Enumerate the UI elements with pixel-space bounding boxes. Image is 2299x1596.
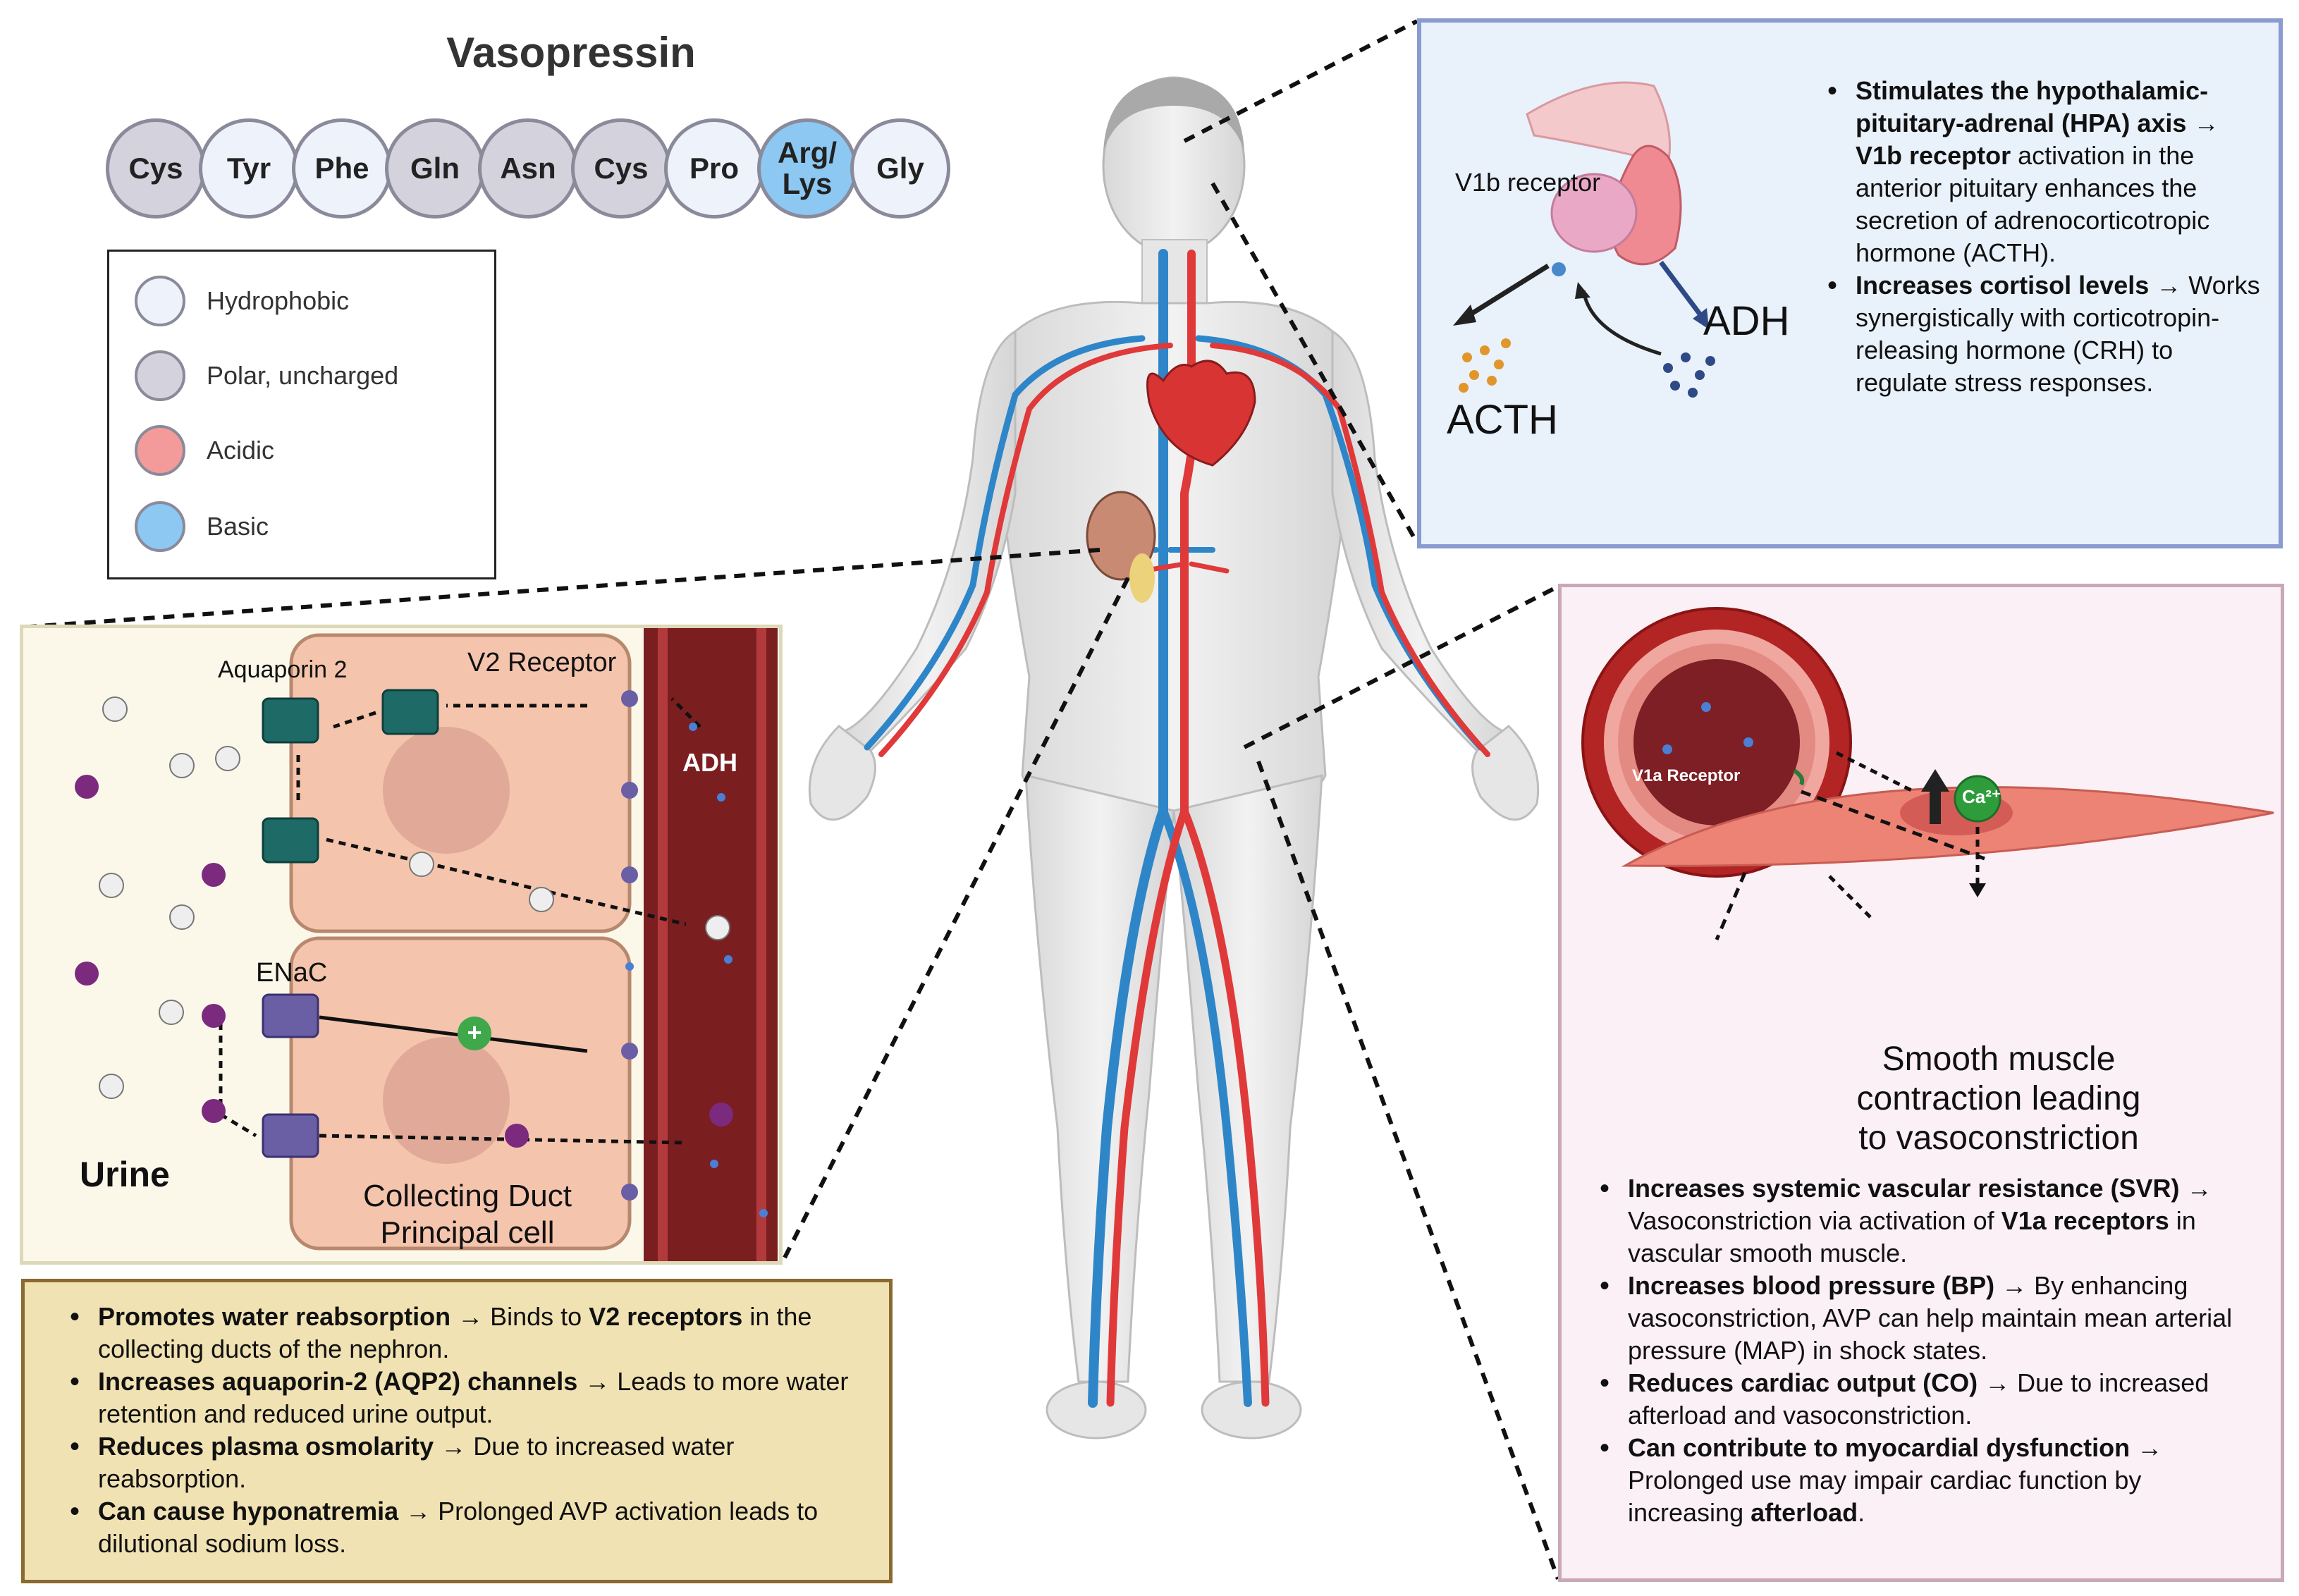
pituitary-notes: Stimulates the hypothalamic-pituitary-ad…	[1825, 75, 2262, 399]
legend-swatch	[135, 501, 185, 552]
v1b-receptor-label: V1b receptor	[1455, 168, 1601, 197]
collecting-duct-panel: + Aquaporin 2 V2 Receptor ADH ENaC Urine…	[20, 625, 783, 1265]
vascular-panel: V1a Receptor Ca²⁺ Smooth muscle contract…	[1558, 584, 2284, 1582]
urine-label: Urine	[80, 1155, 170, 1194]
amino-acid-residue: Cys	[571, 118, 671, 219]
amino-acid-residue: Cys	[106, 118, 206, 219]
v1a-receptor-label: V1a Receptor	[1632, 766, 1741, 785]
legend-item-acidic: Acidic	[135, 422, 274, 479]
legend-swatch	[135, 350, 185, 401]
blood-vessel-illustration	[1581, 607, 2274, 940]
pituitary-panel: V1b receptor ADH ACTH Stimulates the hyp…	[1417, 18, 2283, 548]
legend-label: Basic	[207, 512, 269, 541]
note-item: Increases cortisol levels → Works synerg…	[1825, 269, 2262, 399]
note-item: Reduces plasma osmolarity → Due to incre…	[67, 1430, 857, 1495]
legend-label: Acidic	[207, 436, 275, 465]
legend-label: Polar, uncharged	[207, 361, 399, 390]
v2-receptor-label: V2 Receptor	[467, 648, 617, 677]
note-item: Increases blood pressure (BP) → By enhan…	[1597, 1270, 2260, 1367]
amino-acid-residue: Gln	[385, 118, 485, 219]
note-item: Increases aquaporin-2 (AQP2) channels → …	[67, 1365, 857, 1430]
adh-label: ADH	[682, 748, 737, 777]
legend-item-hydrophobic: Hydrophobic	[135, 273, 349, 329]
contraction-caption: Smooth muscle contraction leading to vas…	[1856, 1041, 2141, 1157]
adh-label: ADH	[1703, 298, 1790, 344]
heart	[1146, 360, 1256, 467]
acth-label: ACTH	[1447, 397, 1558, 443]
legend-label: Hydrophobic	[207, 286, 350, 315]
calcium-label: Ca²⁺	[1962, 786, 2001, 807]
note-item: Reduces cardiac output (CO) → Due to inc…	[1597, 1367, 2260, 1432]
kidney-notes: Promotes water reabsorption → Binds to V…	[67, 1301, 857, 1560]
amino-acid-residue: Gly	[850, 118, 950, 219]
pituitary-illustration	[1453, 81, 1715, 398]
amino-acid-residue: Phe	[292, 118, 392, 219]
kidney-notes-box: Promotes water reabsorption → Binds to V…	[21, 1279, 893, 1583]
note-item: Stimulates the hypothalamic-pituitary-ad…	[1825, 75, 2262, 269]
legend-swatch	[135, 425, 185, 476]
principal-cell-label: Collecting Duct Principal cell	[363, 1179, 572, 1250]
note-item: Increases systemic vascular resistance (…	[1597, 1172, 2260, 1270]
legend-item-polar: Polar, uncharged	[135, 348, 398, 404]
note-item: Can contribute to myocardial dysfunction…	[1597, 1432, 2260, 1529]
note-item: Can cause hyponatremia → Prolonged AVP a…	[67, 1495, 857, 1560]
note-item: Promotes water reabsorption → Binds to V…	[67, 1301, 857, 1365]
vascular-notes: Increases systemic vascular resistance (…	[1597, 1172, 2260, 1529]
legend: Hydrophobic Polar, uncharged Acidic Basi…	[107, 250, 496, 579]
legend-swatch	[135, 276, 185, 326]
amino-acid-residue: Asn	[478, 118, 578, 219]
aquaporin-label: Aquaporin 2	[218, 656, 348, 683]
legend-item-basic: Basic	[135, 498, 269, 555]
circulatory-system	[864, 249, 1490, 1408]
enac-label: ENaC	[256, 958, 328, 988]
amino-acid-residue: Arg/ Lys	[757, 118, 857, 219]
collecting-duct-illustration: +	[75, 628, 778, 1261]
diagram-title: Vasopressin	[446, 29, 696, 76]
svg-text:+: +	[467, 1018, 482, 1047]
